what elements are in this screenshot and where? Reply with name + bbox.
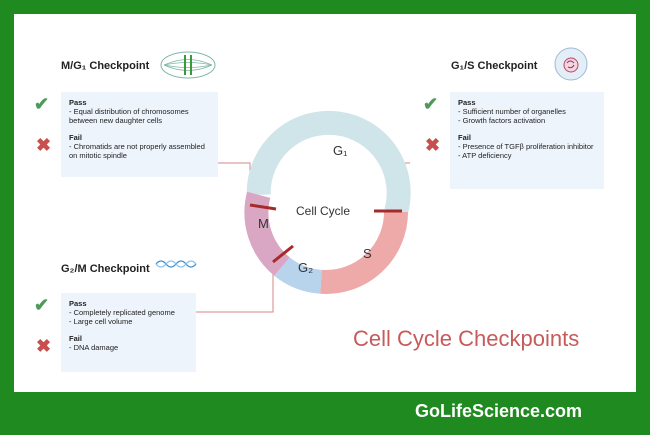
pass-item: - Completely replicated genome	[69, 308, 175, 317]
cycle-center-label: Cell Cycle	[296, 204, 351, 218]
fail-item: - DNA damage	[69, 343, 119, 352]
pass-check-icon-m-g1: ✔	[34, 94, 50, 114]
pass-label: Pass	[458, 98, 476, 107]
phase-label-g2: G₂	[298, 260, 314, 275]
spindle-icon	[160, 51, 216, 79]
pass-item: - Growth factors activation	[458, 116, 546, 125]
checkpoint-box-m-g1: Pass - Equal distribution of chromosomes…	[61, 92, 218, 177]
fail-item: - ATP deficiency	[458, 151, 512, 160]
phase-label-s: S	[363, 246, 372, 261]
fail-label: Fail	[69, 133, 82, 142]
cell-icon	[554, 47, 588, 81]
checkpoint-bar-m-g1	[249, 203, 277, 211]
checkpoint-title-m-g1: M/G₁ Checkpoint	[61, 60, 150, 72]
phase-g1-arc	[246, 110, 411, 216]
pass-item: - Equal distribution of chromosomes betw…	[69, 107, 189, 125]
pass-item: - Sufficient number of organelles	[458, 107, 566, 116]
fail-cross-icon-m-g1: ✖	[36, 135, 52, 155]
fail-label: Fail	[458, 133, 471, 142]
fail-item: - Chromatids are not properly assembled …	[69, 142, 205, 160]
dna-icon	[155, 260, 197, 268]
checkpoint-bar-g2-m	[272, 244, 294, 264]
checkpoint-box-g2-m: Pass - Completely replicated genome - La…	[61, 293, 196, 372]
fail-cross-icon-g1-s: ✖	[425, 135, 441, 155]
pass-label: Pass	[69, 98, 87, 107]
fail-item: - Presence of TGFβ proliferation inhibit…	[458, 142, 594, 151]
pass-check-icon-g1-s: ✔	[423, 94, 439, 114]
phase-g2-arc	[274, 256, 323, 294]
pass-item: - Large cell volume	[69, 317, 133, 326]
connector-m-g1	[218, 162, 251, 205]
brand-watermark: GoLifeScience.com	[415, 401, 583, 421]
phase-s-arc	[320, 211, 408, 294]
checkpoint-title-g2-m: G₂/M Checkpoint	[61, 263, 150, 275]
pass-check-icon-g2-m: ✔	[34, 295, 50, 315]
fail-cross-icon-g2-m: ✖	[36, 336, 52, 356]
connector-g2-m	[196, 261, 274, 313]
pass-label: Pass	[69, 299, 87, 308]
arrow-g1	[258, 178, 270, 194]
checkpoint-box-g1-s: Pass - Sufficient number of organelles -…	[450, 92, 604, 189]
arrow-s	[396, 214, 408, 227]
fail-label: Fail	[69, 334, 82, 343]
diagram-title: Cell Cycle Checkpoints	[353, 326, 580, 351]
phase-label-g1: G₁	[333, 143, 348, 158]
phase-label-m: M	[258, 216, 269, 231]
checkpoint-title-g1-s: G₁/S Checkpoint	[451, 60, 538, 72]
